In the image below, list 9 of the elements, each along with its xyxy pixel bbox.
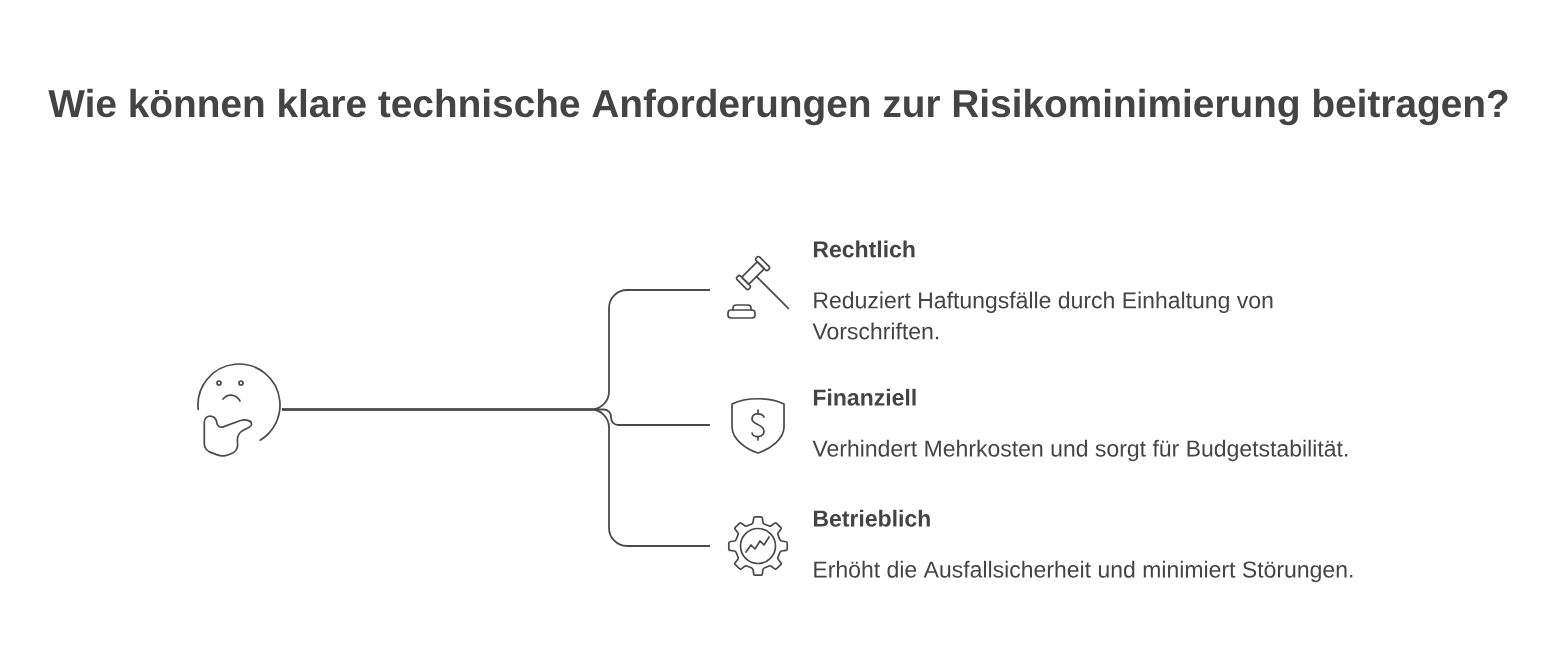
connector-line bbox=[281, 408, 711, 547]
heading: Betrieblich bbox=[813, 509, 930, 527]
description: Verhindert Mehrkosten und sorgt für Budgetstabilität. bbox=[812, 439, 1348, 462]
heading: Rechtlich bbox=[813, 240, 915, 258]
heading: Finanziell bbox=[813, 388, 916, 406]
thinking-face bbox=[197, 363, 281, 457]
description: Reduziert Haftungsfälle durch Einhaltung von Vorschriften. bbox=[812, 291, 1273, 340]
description: Erhöht die Ausfallsicherheit und minimiert Störungen. bbox=[814, 560, 1353, 583]
title: Wie können klare technische Anforderungen zur Risikominimierung beitragen? bbox=[48, 88, 1508, 126]
